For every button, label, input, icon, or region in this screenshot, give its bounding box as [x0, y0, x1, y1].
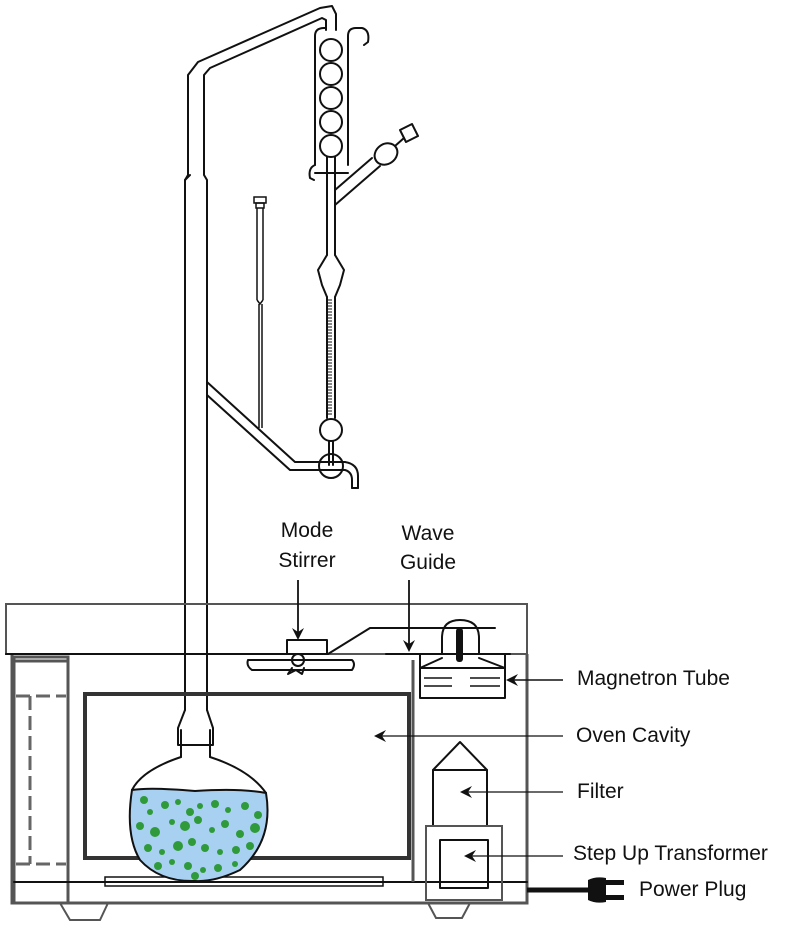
particle — [175, 799, 181, 805]
oven-foot-right — [427, 902, 471, 919]
particle — [211, 800, 219, 808]
step-up-transformer — [425, 825, 503, 901]
label-mode-stirrer-2: Stirrer — [278, 549, 335, 572]
particle — [254, 811, 262, 819]
filter — [432, 741, 488, 827]
particle — [246, 842, 254, 850]
particle — [154, 862, 162, 870]
oven-foot-left — [59, 902, 109, 921]
label-magnetron-tube: Magnetron Tube — [577, 667, 730, 690]
pointer-arrows — [292, 580, 563, 862]
round-bottom-flask — [128, 709, 269, 883]
label-step-up-transformer: Step Up Transformer — [573, 842, 768, 865]
vapor-tube — [184, 5, 337, 711]
particle — [250, 823, 260, 833]
bulb-condenser — [308, 27, 370, 256]
particle — [144, 844, 152, 852]
magnetron-tube — [385, 619, 511, 699]
particle — [232, 846, 240, 854]
particle — [136, 822, 144, 830]
power-plug — [527, 877, 624, 903]
label-mode-stirrer-1: Mode — [281, 519, 334, 542]
flask-liquid — [128, 787, 269, 883]
particle — [169, 859, 175, 865]
particle — [140, 796, 148, 804]
particle — [209, 827, 215, 833]
particle — [169, 819, 175, 825]
side-arm — [334, 123, 419, 206]
particle — [194, 816, 202, 824]
particle — [197, 803, 203, 809]
particle — [188, 838, 196, 846]
particle — [173, 841, 183, 851]
particle — [225, 807, 231, 813]
particle — [186, 808, 194, 816]
particle — [221, 820, 229, 828]
door-window — [16, 694, 66, 866]
graduation-marks — [328, 299, 332, 415]
particle — [232, 861, 238, 867]
flask-particles — [136, 796, 262, 880]
condenser-bulbs — [319, 38, 343, 158]
label-power-plug: Power Plug — [639, 878, 746, 901]
particle — [184, 862, 192, 870]
particle — [161, 801, 169, 809]
thermometer — [253, 196, 267, 428]
particle — [200, 867, 206, 873]
particle — [236, 830, 244, 838]
microwave-oven — [5, 603, 529, 921]
particle — [214, 864, 222, 872]
turntable — [104, 876, 384, 887]
particle — [150, 827, 160, 837]
label-filter: Filter — [577, 780, 624, 803]
oven-door — [12, 655, 70, 905]
particle — [180, 821, 190, 831]
particle — [191, 872, 199, 880]
mode-stirrer — [5, 627, 496, 675]
particle — [241, 802, 249, 810]
label-wave-guide-2: Guide — [400, 551, 456, 574]
particle — [159, 849, 165, 855]
label-wave-guide-1: Wave — [402, 522, 455, 545]
particle — [201, 844, 209, 852]
particle — [217, 849, 223, 855]
clevenger-trap — [206, 254, 359, 489]
label-oven-cavity: Oven Cavity — [576, 724, 691, 747]
particle — [147, 809, 153, 815]
